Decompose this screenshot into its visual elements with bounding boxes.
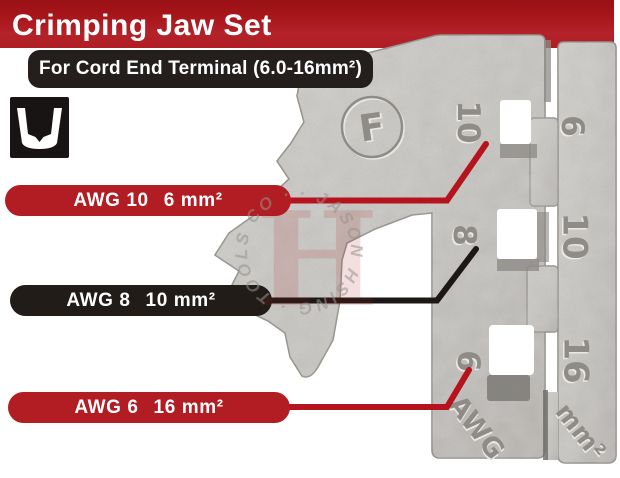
callout-line-awg6 [283,367,472,410]
callout-pill-awg6: AWG 6 16 mm² [8,392,290,423]
cavity-hole-awg10 [500,100,531,144]
callout-line-awg10 [281,141,489,204]
subtitle-banner: For Cord End Terminal (6.0-16mm²) [28,50,373,88]
crimp-profile-shape [17,108,62,149]
svg-text:6: 6 [553,117,589,139]
f-stamp: F F [340,95,405,160]
svg-text:10: 10 [553,214,593,261]
jaw-tooth [529,117,559,207]
cavity-hole-awg8 [497,209,537,259]
svg-text:F: F [356,104,387,150]
callout-awg-label: AWG 10 [73,189,149,211]
callout-size-label: 16 mm² [153,396,224,418]
seam-shadow [537,212,549,262]
marking-mm2-10: 10 10 [553,212,595,261]
seam-shadow [544,40,551,102]
callout-pill-awg8: AWG 8 10 mm² [10,285,272,316]
cavity-shadow [497,259,539,271]
svg-text:F: F [359,106,390,152]
callout-size-label: 10 mm² [145,289,216,311]
subtitle-text: For Cord End Terminal (6.0-16mm²) [39,58,362,79]
svg-text:8: 8 [446,224,482,246]
svg-text:mm²: mm² [550,400,612,468]
marking-mm2-16: 16 16 [554,336,596,385]
jaw-tooth [546,392,558,460]
callout-awg-label: AWG 6 [74,396,139,418]
page-title: Crimping Jaw Set [12,9,272,42]
marking-awg-6: 6 6 [449,350,487,373]
marking-mm2-label: mm² mm² [550,398,612,468]
jaw-right-piece [557,41,617,464]
cavity-shadow [487,375,530,401]
svg-text:10: 10 [555,212,595,259]
callout-line-awg8 [263,246,479,304]
callout-size-label: 6 mm² [163,189,223,211]
svg-text:mm²: mm² [550,398,612,466]
seam-shadow [543,390,548,460]
svg-text:10: 10 [449,102,485,145]
callout-awg-label: AWG 8 [66,289,131,311]
marking-awg-label: AWG AWG [442,390,511,468]
cavity-hole-awg6 [489,325,534,375]
marking-mm2-6: 6 6 [553,115,591,138]
cavity-shadow [500,144,537,158]
marking-awg-8: 8 8 [445,224,483,247]
svg-text:6: 6 [449,352,485,374]
svg-text:AWG: AWG [442,390,511,466]
callout-pill-awg10: AWG 10 6 mm² [5,185,291,216]
svg-text:16: 16 [556,336,596,383]
svg-text:10: 10 [450,100,486,143]
svg-text:16: 16 [554,338,594,385]
svg-text:6: 6 [554,115,590,137]
marking-awg-10: 10 10 [449,100,487,145]
crimp-profile-icon [10,97,69,158]
jaw-tooth [526,265,559,333]
svg-text:6: 6 [450,350,486,372]
svg-text:AWG: AWG [442,392,511,468]
svg-text:8: 8 [445,226,481,248]
